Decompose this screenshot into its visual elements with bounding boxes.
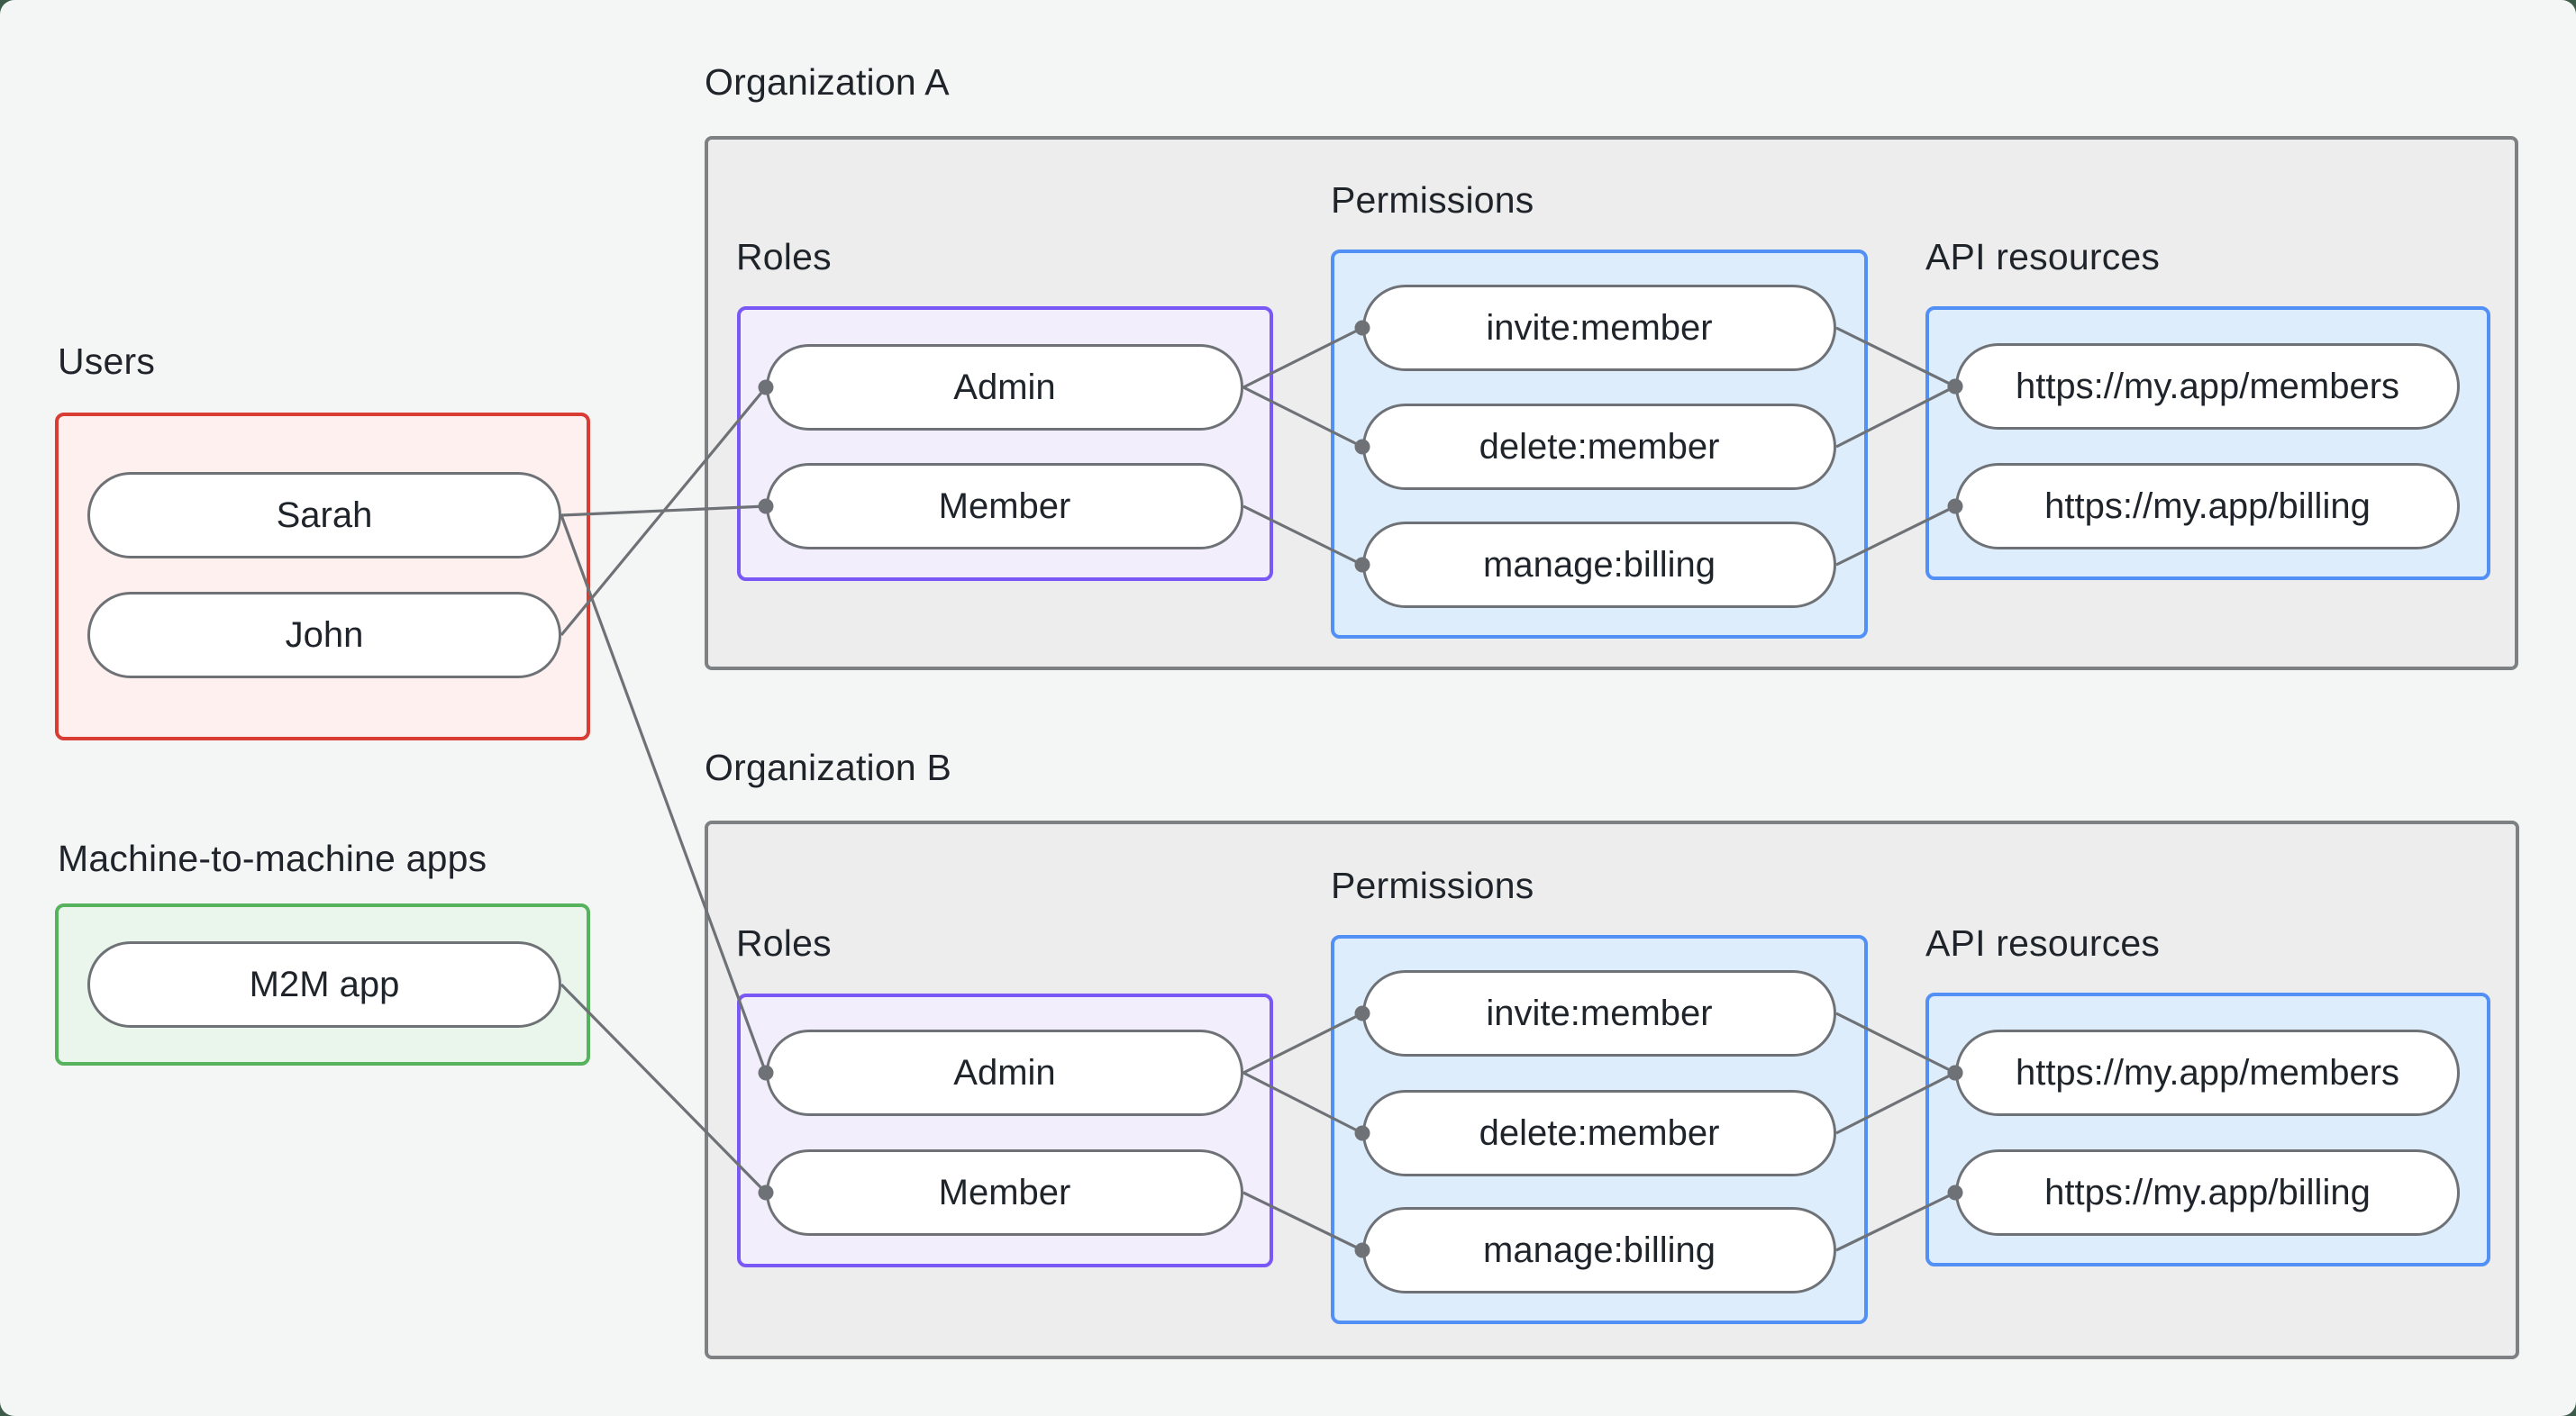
node-org-b-api-members: https://my.app/members xyxy=(1955,1030,2460,1116)
node-label: Member xyxy=(938,1172,1071,1212)
node-org-a-role-member: Member xyxy=(766,463,1243,549)
node-label: https://my.app/billing xyxy=(2044,486,2371,526)
node-label: delete:member xyxy=(1479,426,1720,467)
m2m-group-box: M2M app xyxy=(55,903,590,1066)
org-b-permissions-title: Permissions xyxy=(1331,865,1534,906)
node-m2m-app: M2M app xyxy=(87,941,561,1028)
node-org-a-perm-delete-member: delete:member xyxy=(1362,404,1836,490)
node-label: https://my.app/members xyxy=(2015,1052,2400,1093)
node-org-a-role-admin: Admin xyxy=(766,344,1243,431)
node-label: Member xyxy=(938,486,1071,526)
org-b-roles-title: Roles xyxy=(736,922,832,964)
node-user-sarah: Sarah xyxy=(87,472,561,558)
node-org-a-perm-invite-member: invite:member xyxy=(1362,285,1836,371)
node-label: invite:member xyxy=(1486,993,1713,1033)
org-a-permissions-title: Permissions xyxy=(1331,179,1534,221)
node-label: M2M app xyxy=(249,964,400,1004)
node-org-b-perm-invite-member: invite:member xyxy=(1362,970,1836,1057)
org-b-title: Organization B xyxy=(705,747,952,788)
node-org-b-perm-manage-billing: manage:billing xyxy=(1362,1207,1836,1293)
node-user-john: John xyxy=(87,592,561,678)
node-label: Admin xyxy=(953,367,1056,407)
node-label: https://my.app/billing xyxy=(2044,1172,2371,1212)
node-org-a-perm-manage-billing: manage:billing xyxy=(1362,522,1836,608)
users-group-box: Sarah John xyxy=(55,413,590,740)
node-label: https://my.app/members xyxy=(2015,366,2400,406)
node-org-a-api-members: https://my.app/members xyxy=(1955,343,2460,430)
node-org-b-role-member: Member xyxy=(766,1149,1243,1236)
node-label: Sarah xyxy=(276,495,373,535)
org-a-title: Organization A xyxy=(705,61,950,103)
node-org-b-api-billing: https://my.app/billing xyxy=(1955,1149,2460,1236)
org-a-roles-title: Roles xyxy=(736,236,832,277)
node-label: delete:member xyxy=(1479,1112,1720,1153)
org-b-roles-box: Admin Member xyxy=(737,994,1273,1267)
org-b-api-title: API resources xyxy=(1925,922,2161,964)
org-a-api-box: https://my.app/members https://my.app/bi… xyxy=(1925,306,2490,580)
node-org-b-perm-delete-member: delete:member xyxy=(1362,1090,1836,1176)
org-a-api-title: API resources xyxy=(1925,236,2161,277)
node-label: invite:member xyxy=(1486,307,1713,348)
org-a-permissions-box: invite:member delete:member manage:billi… xyxy=(1331,250,1868,639)
node-org-b-role-admin: Admin xyxy=(766,1030,1243,1116)
node-label: manage:billing xyxy=(1483,544,1716,585)
org-a-roles-box: Admin Member xyxy=(737,306,1273,581)
org-b-api-box: https://my.app/members https://my.app/bi… xyxy=(1925,993,2490,1266)
node-org-a-api-billing: https://my.app/billing xyxy=(1955,463,2460,549)
node-label: manage:billing xyxy=(1483,1230,1716,1270)
users-title: Users xyxy=(58,340,156,382)
m2m-title: Machine-to-machine apps xyxy=(58,838,487,879)
org-b-permissions-box: invite:member delete:member manage:billi… xyxy=(1331,935,1868,1324)
node-label: John xyxy=(285,614,364,655)
node-label: Admin xyxy=(953,1052,1056,1093)
